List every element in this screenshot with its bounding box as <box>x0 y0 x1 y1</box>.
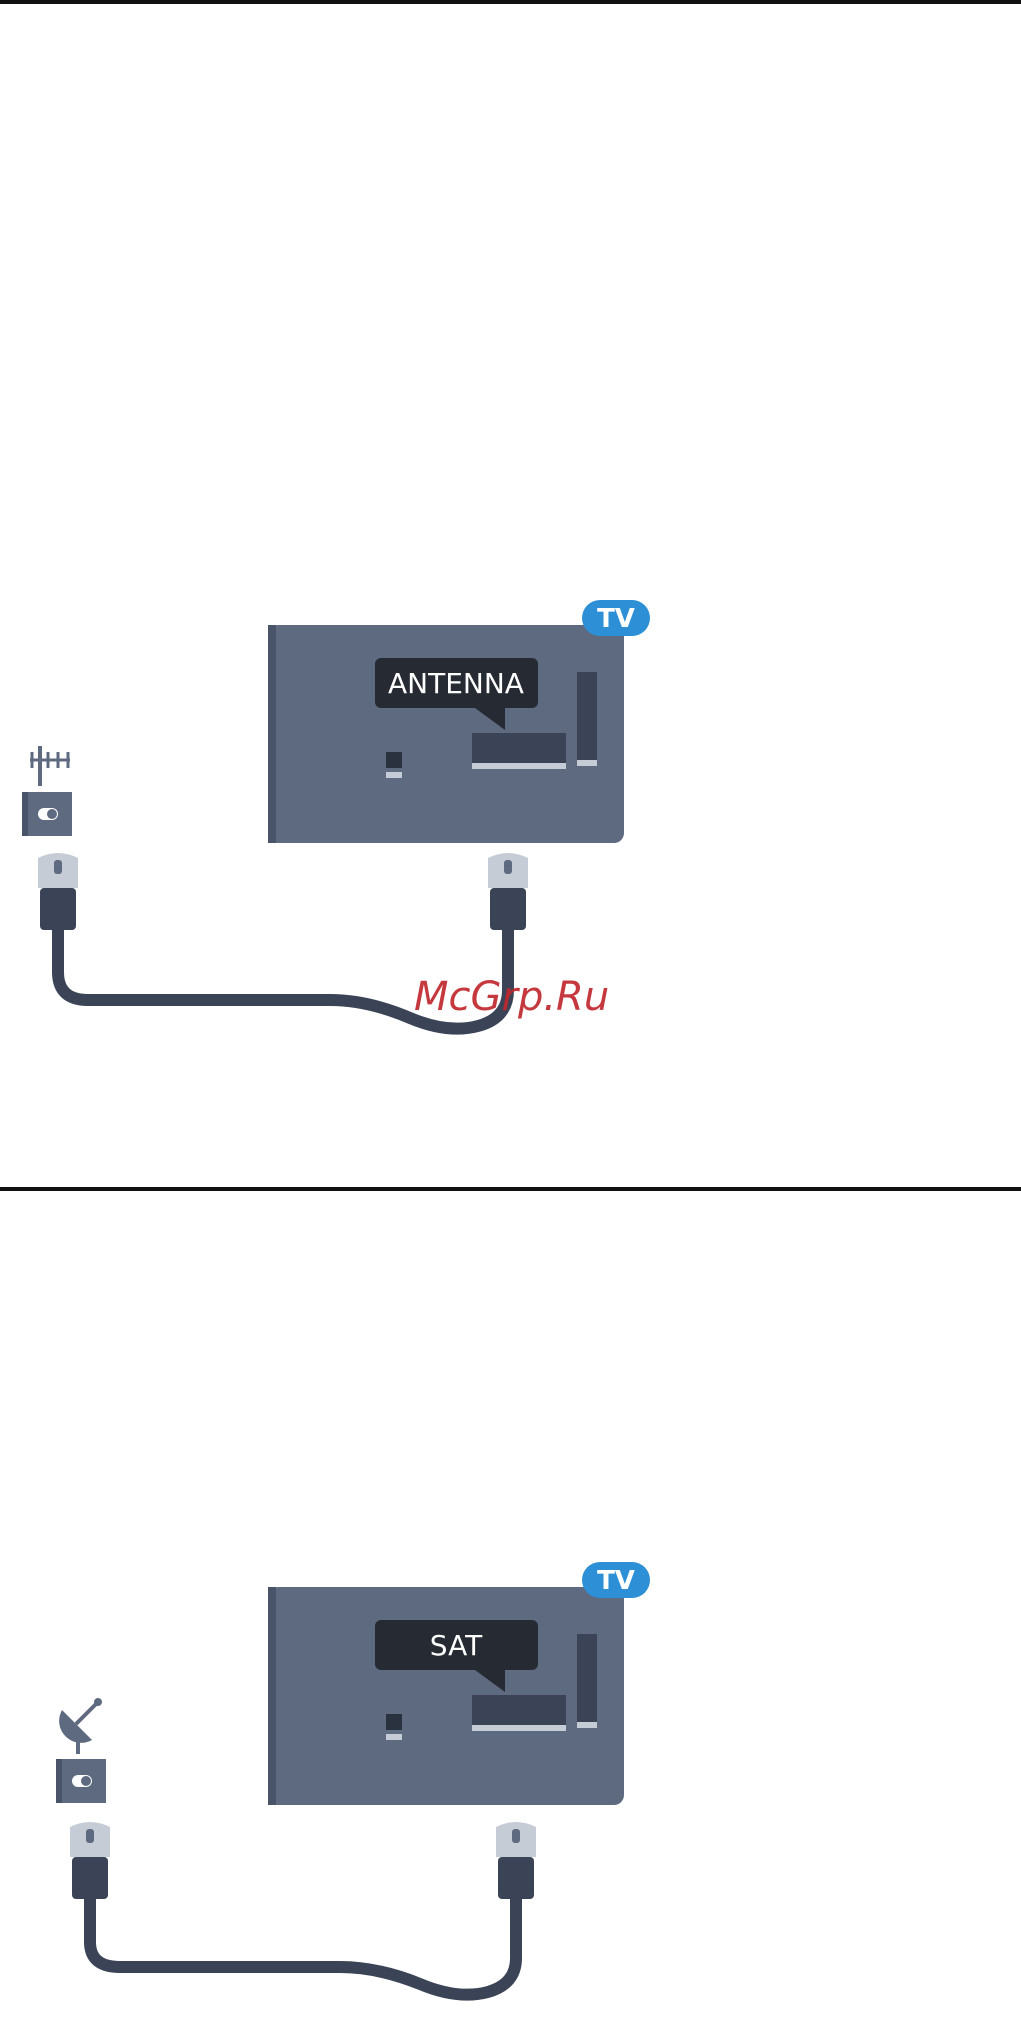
satellite-connection-diagram: TV SAT <box>0 1562 1021 2017</box>
tv-badge: TV <box>582 600 650 636</box>
satellite-diagram-svg: TV SAT <box>0 1562 1021 2017</box>
wall-socket <box>22 792 72 836</box>
tv-panel <box>268 625 624 843</box>
wall-socket <box>56 1759 106 1803</box>
satellite-dish-icon <box>59 1698 102 1754</box>
section-divider <box>0 1187 1021 1191</box>
antenna-icon <box>30 746 70 786</box>
antenna-connection-diagram: TV ANTENNA <box>0 600 1021 1060</box>
antenna-diagram-svg: TV ANTENNA <box>0 600 1021 1060</box>
port-label: SAT <box>430 1629 483 1662</box>
cable-plug-right <box>488 853 528 930</box>
tv-badge: TV <box>582 1562 650 1598</box>
cable-plug-right <box>496 1822 536 1899</box>
tv-badge-label: TV <box>597 604 635 634</box>
tv-badge-label: TV <box>597 1566 635 1596</box>
top-rule <box>0 0 1021 4</box>
watermark: McGrp.Ru <box>414 974 609 1020</box>
tv-panel <box>268 1587 624 1805</box>
coax-cable <box>90 1899 516 1995</box>
port-label: ANTENNA <box>388 667 524 700</box>
cable-plug-left <box>70 1822 110 1899</box>
cable-plug-left <box>38 853 78 930</box>
